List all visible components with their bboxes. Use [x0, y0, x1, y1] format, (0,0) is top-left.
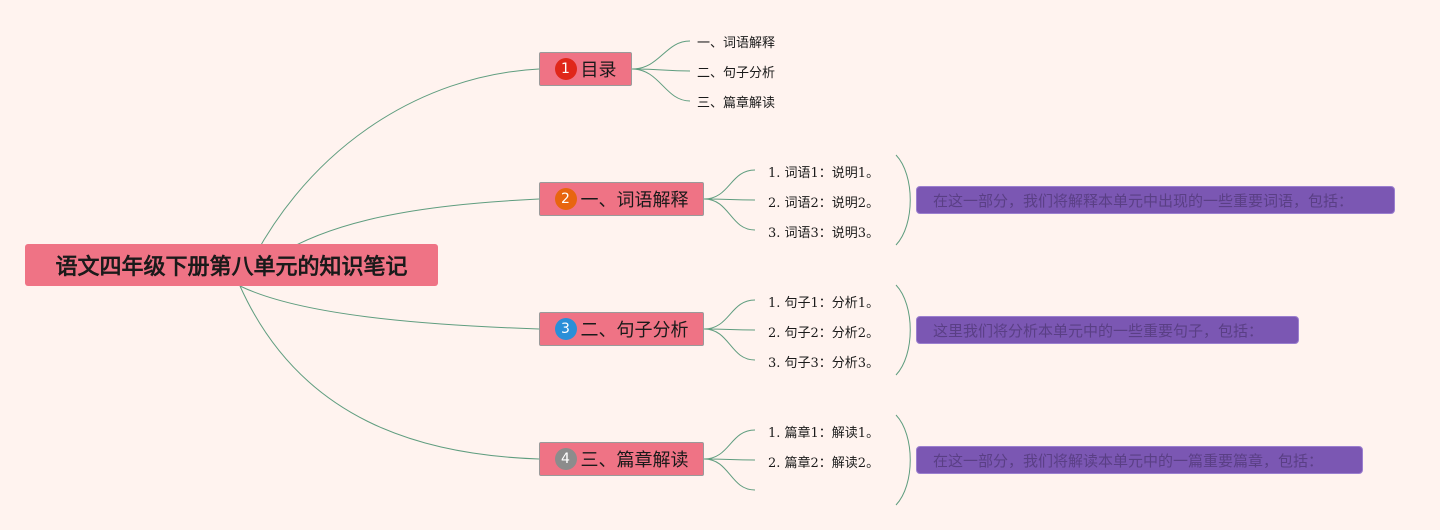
note-text: 在这一部分，我们将解释本单元中出现的一些重要词语，包括：: [933, 191, 1354, 210]
child-link-4-1: [703, 458, 756, 461]
leaf-item[interactable]: 1. 句子1：分析1。: [768, 296, 880, 311]
child-link-2-0: [703, 169, 756, 200]
note-text: 这里我们将分析本单元中的一些重要句子，包括：: [933, 321, 1264, 340]
leaf-item[interactable]: 2. 句子2：分析2。: [768, 326, 880, 341]
child-link-2-2: [703, 198, 756, 231]
note-text: 在这一部分，我们将解读本单元中的一篇重要篇章，包括：: [933, 451, 1324, 470]
summary-bracket-0: [895, 154, 911, 246]
leaf-item[interactable]: 3. 词语3：说明3。: [768, 226, 880, 241]
root-node[interactable]: 语文四年级下册第八单元的知识笔记: [25, 244, 438, 286]
topic-word-explanation[interactable]: 2 一、词语解释: [539, 182, 704, 216]
topic-passage-reading[interactable]: 4 三、篇章解读: [539, 442, 704, 476]
leaf-item[interactable]: 1. 篇章1：解读1。: [768, 426, 880, 441]
number-badge: 2: [554, 188, 577, 210]
leaf-item[interactable]: 三、篇章解读: [697, 96, 776, 111]
number-badge: 1: [554, 58, 577, 80]
topic-label: 一、词语解释: [580, 190, 689, 211]
child-link-1-2: [631, 68, 691, 102]
summary-note[interactable]: 这里我们将分析本单元中的一些重要句子，包括：: [916, 316, 1299, 344]
child-link-4-0: [703, 429, 756, 460]
topic-sentence-analysis[interactable]: 3 二、句子分析: [539, 312, 704, 346]
topic-label: 三、篇章解读: [580, 450, 689, 471]
number-badge: 3: [554, 318, 577, 340]
number-badge: 4: [554, 448, 577, 470]
child-link-4-2: [703, 458, 756, 491]
root-link-3: [239, 285, 540, 330]
summary-bracket-2: [895, 414, 911, 506]
leaf-item[interactable]: 1. 词语1：说明1。: [768, 166, 880, 181]
child-link-1-1: [631, 68, 691, 72]
root-link-4: [239, 285, 540, 460]
child-link-3-2: [703, 328, 756, 361]
leaf-item[interactable]: 2. 词语2：说明2。: [768, 196, 880, 211]
leaf-item[interactable]: 一、词语解释: [697, 36, 776, 51]
leaf-item[interactable]: 二、句子分析: [697, 66, 776, 81]
root-title: 语文四年级下册第八单元的知识笔记: [55, 255, 408, 280]
topic-contents[interactable]: 1 目录: [539, 52, 632, 86]
summary-note[interactable]: 在这一部分，我们将解释本单元中出现的一些重要词语，包括：: [916, 186, 1395, 214]
leaf-item[interactable]: 2. 篇章2：解读2。: [768, 456, 880, 471]
child-link-3-1: [703, 328, 756, 331]
root-link-1: [239, 68, 540, 287]
child-link-1-0: [631, 40, 691, 70]
summary-note[interactable]: 在这一部分，我们将解读本单元中的一篇重要篇章，包括：: [916, 446, 1363, 474]
topic-label: 目录: [580, 60, 617, 81]
child-link-3-0: [703, 299, 756, 330]
leaf-item[interactable]: 3. 句子3：分析3。: [768, 356, 880, 371]
topic-label: 二、句子分析: [580, 320, 689, 341]
child-link-2-1: [703, 198, 756, 201]
summary-bracket-1: [895, 284, 911, 376]
